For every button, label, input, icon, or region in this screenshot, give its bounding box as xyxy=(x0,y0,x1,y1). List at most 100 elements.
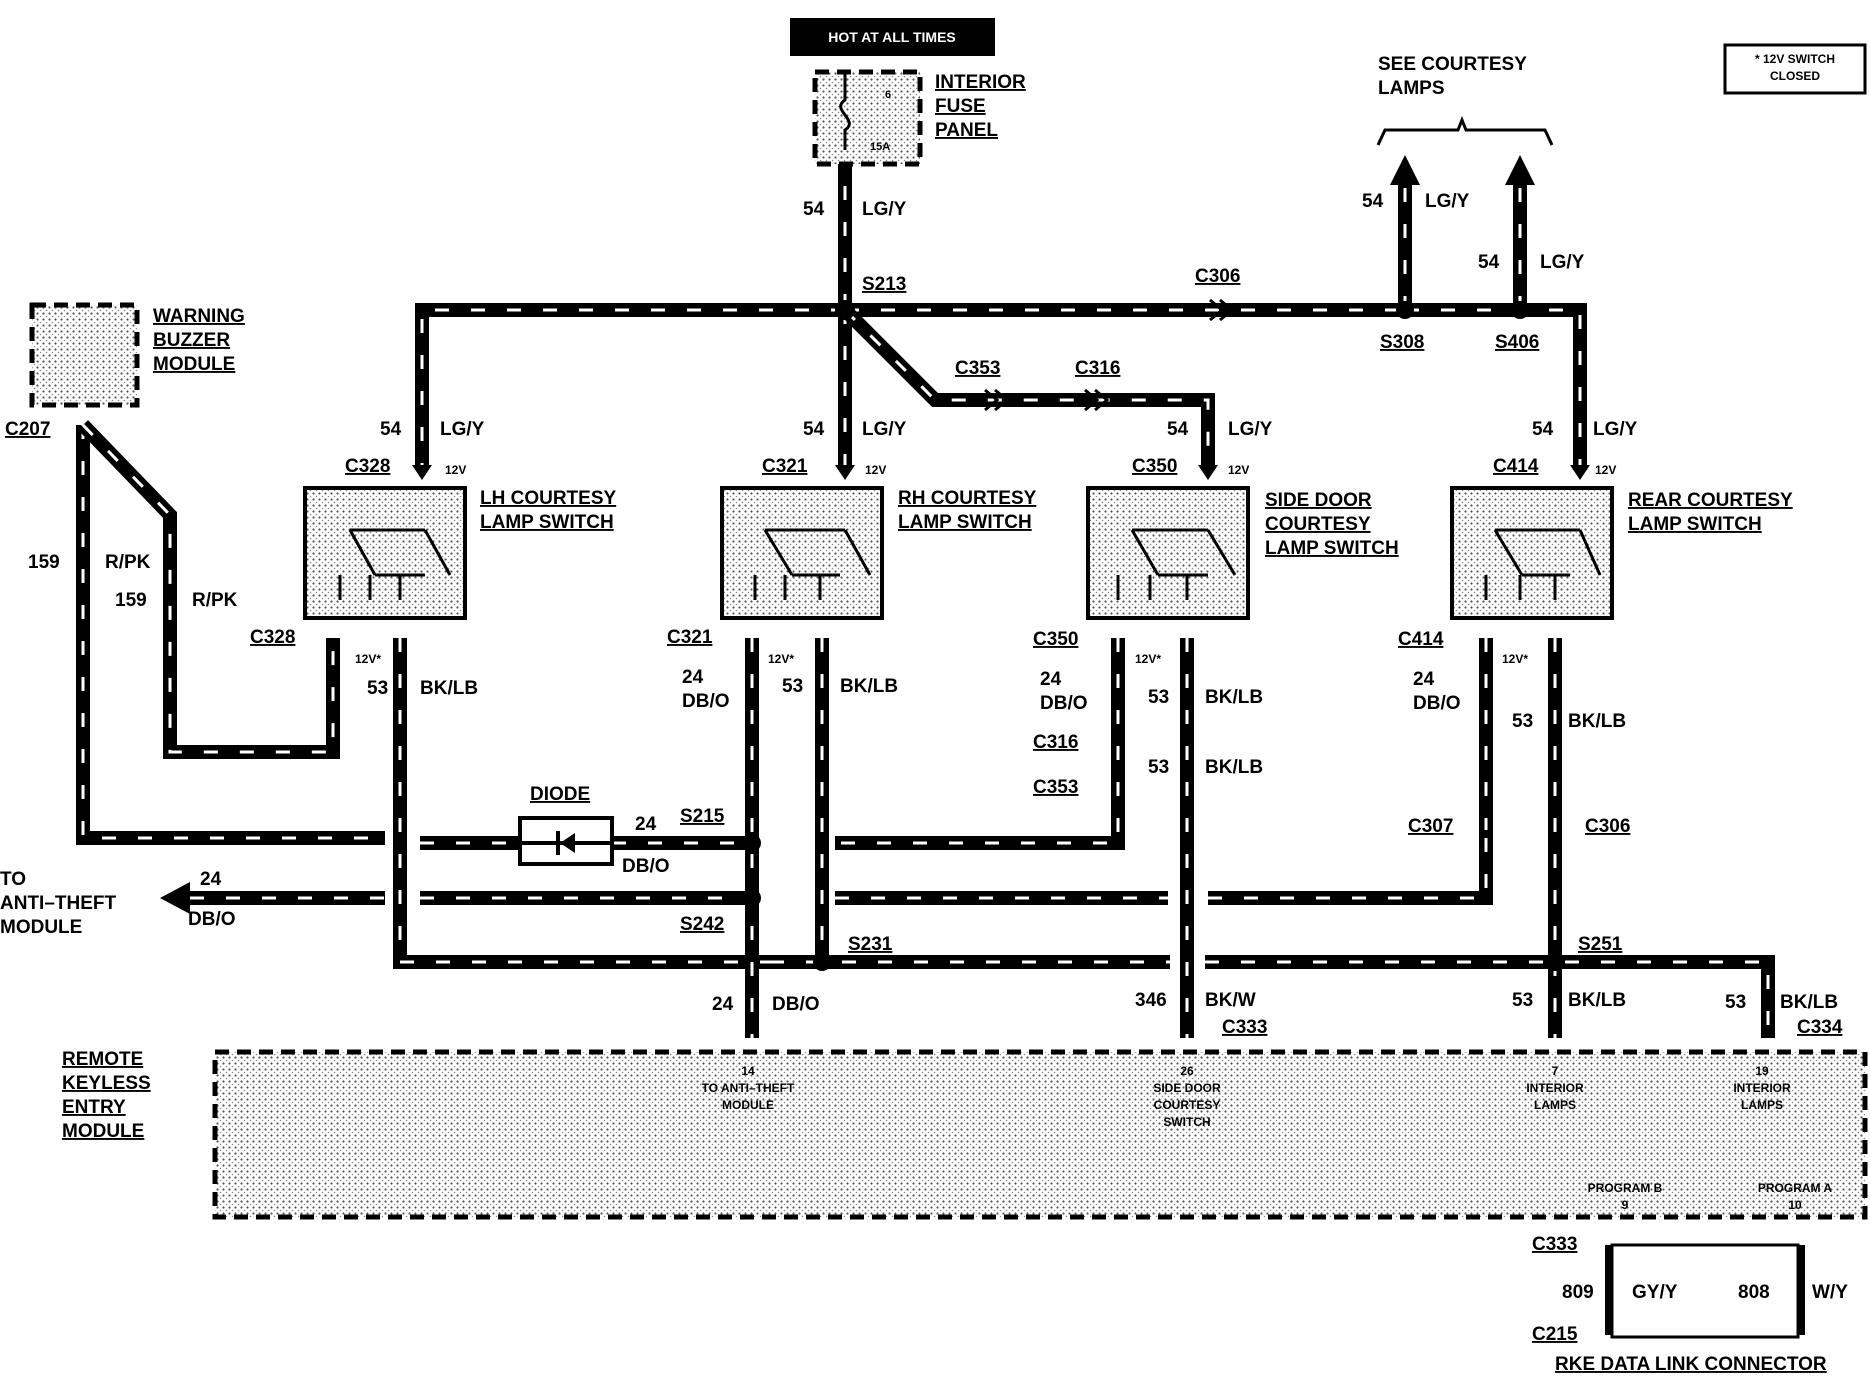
legend-box xyxy=(1723,43,1867,95)
wire-color-rpk-b: R/PK xyxy=(192,590,238,611)
remote-keyless-entry-module xyxy=(212,1049,1868,1220)
connector-c334: C334 xyxy=(1797,1017,1843,1038)
splice-s215: S215 xyxy=(680,806,725,827)
rh-courtesy-lamp-switch xyxy=(720,486,884,620)
wire-num-159-a: 159 xyxy=(28,552,60,573)
splice-s242: S242 xyxy=(680,914,724,935)
connector-c321-top: C321 xyxy=(762,456,808,477)
splice-s213: S213 xyxy=(862,274,906,295)
see-courtesy-1: SEE COURTESY xyxy=(1378,54,1527,75)
connector-c321-bottom: C321 xyxy=(667,627,713,648)
diode-icon xyxy=(560,833,575,853)
wire-color-fuse: LG/Y xyxy=(862,199,907,220)
fuse-panel-name-2: FUSE xyxy=(935,96,986,117)
voltage-rh-star: 12V* xyxy=(768,652,794,666)
voltage-sd-star: 12V* xyxy=(1135,652,1161,666)
sd-switch-name-1: SIDE DOOR xyxy=(1265,490,1372,511)
pin-26-label-3: SWITCH xyxy=(1163,1115,1210,1129)
program-a-label: PROGRAM A xyxy=(1758,1181,1833,1195)
legend-line-2: CLOSED xyxy=(1770,69,1820,83)
wire-color-c1: LG/Y xyxy=(1425,191,1470,212)
voltage-rr-star: 12V* xyxy=(1502,652,1528,666)
wire-num-53-s251: 53 xyxy=(1512,990,1533,1011)
wire-color-rh: LG/Y xyxy=(862,419,907,440)
wire-num-24-sd: 24 xyxy=(1040,669,1062,690)
arrow-up-1 xyxy=(1390,155,1420,185)
splice-s406: S406 xyxy=(1495,332,1539,353)
voltage-rr: 12V xyxy=(1595,463,1616,477)
rke-name-2: KEYLESS xyxy=(62,1073,151,1094)
wire-color-wy: W/Y xyxy=(1812,1282,1848,1303)
wire-color-c2: LG/Y xyxy=(1540,252,1585,273)
pin-14-label-1: TO ANTI–THEFT xyxy=(702,1081,795,1095)
pin-7-label-2: LAMPS xyxy=(1534,1098,1576,1112)
wire-num-24-rke: 24 xyxy=(712,994,734,1015)
pin-7-num: 7 xyxy=(1552,1064,1559,1078)
wire-color-lh: LG/Y xyxy=(440,419,485,440)
connector-c328-bottom: C328 xyxy=(250,627,295,648)
connector-c207: C207 xyxy=(5,419,50,440)
wire-num-54-rr: 54 xyxy=(1532,419,1554,440)
voltage-rh: 12V xyxy=(865,463,886,477)
wire-num-53-c334: 53 xyxy=(1725,992,1746,1013)
arrow-left xyxy=(160,882,190,914)
wire-num-24-rr: 24 xyxy=(1413,669,1435,690)
wire-color-sd-dbo: DB/O xyxy=(1040,693,1088,714)
wire-color-rh-dbo: DB/O xyxy=(682,691,730,712)
buzzer-name-3: MODULE xyxy=(153,354,235,375)
hot-label-box xyxy=(790,18,995,56)
connector-c328-top: C328 xyxy=(345,456,390,477)
connector-c350-bottom: C350 xyxy=(1033,629,1078,650)
rh-switch-name-2: LAMP SWITCH xyxy=(898,512,1032,533)
pin-14-label-2: MODULE xyxy=(722,1098,774,1112)
wire-color-bkw: BK/W xyxy=(1205,990,1256,1011)
wire-color-lh-bklb: BK/LB xyxy=(420,678,478,699)
warning-buzzer-module xyxy=(29,302,140,408)
lh-courtesy-lamp-switch xyxy=(303,486,467,620)
fuse-rating: 15A xyxy=(870,141,890,153)
wire-num-53-lh: 53 xyxy=(367,678,388,699)
pin-7-label-1: INTERIOR xyxy=(1526,1081,1584,1095)
connector-c353-top: C353 xyxy=(955,358,1000,379)
splice-dots xyxy=(743,300,1564,971)
rear-courtesy-lamp-switch xyxy=(1450,486,1614,620)
wire-color-sd-bklb: BK/LB xyxy=(1205,687,1263,708)
connector-c306-top: C306 xyxy=(1195,266,1240,287)
wire-num-24-rh: 24 xyxy=(682,667,704,688)
wire-color-gyy: GY/Y xyxy=(1632,1282,1678,1303)
wire-num-53-rh: 53 xyxy=(782,676,803,697)
wire-num-809: 809 xyxy=(1562,1282,1594,1303)
rke-dlc-label: RKE DATA LINK CONNECTOR xyxy=(1555,1354,1827,1375)
connector-c306-mid: C306 xyxy=(1585,816,1630,837)
wire-num-54-c1: 54 xyxy=(1362,191,1384,212)
wire-num-54-rh: 54 xyxy=(803,419,825,440)
program-a-num: 10 xyxy=(1788,1198,1802,1212)
sd-switch-name-2: COURTESY xyxy=(1265,514,1371,535)
wire-num-24-diode: 24 xyxy=(635,814,657,835)
wire-num-53-rr: 53 xyxy=(1512,711,1533,732)
wire-color-sd: LG/Y xyxy=(1228,419,1273,440)
lh-switch-name-1: LH COURTESY xyxy=(480,488,617,509)
wire-color-at-dbo: DB/O xyxy=(188,909,236,930)
voltage-lh: 12V xyxy=(445,463,466,477)
pin-19-label-2: LAMPS xyxy=(1741,1098,1783,1112)
anti-theft-line-2: ANTI–THEFT xyxy=(0,893,117,914)
wire-num-53-sd: 53 xyxy=(1148,687,1169,708)
voltage-lh-star: 12V* xyxy=(355,652,381,666)
arrows xyxy=(160,155,1590,914)
splice-s251: S251 xyxy=(1578,934,1623,955)
rh-switch-name-1: RH COURTESY xyxy=(898,488,1037,509)
hot-label: HOT AT ALL TIMES xyxy=(828,29,956,45)
rke-name-1: REMOTE xyxy=(62,1049,143,1070)
wire-num-54-sd: 54 xyxy=(1167,419,1189,440)
anti-theft-line-1: TO xyxy=(0,869,26,890)
connector-c414-top: C414 xyxy=(1493,456,1539,477)
rke-data-link-connector xyxy=(1610,1243,1800,1339)
fuse-panel-name-1: INTERIOR xyxy=(935,72,1026,93)
wire-num-24-at: 24 xyxy=(200,869,222,890)
fuse-number: 6 xyxy=(885,89,891,101)
wire-num-159-b: 159 xyxy=(115,590,147,611)
pin-26-num: 26 xyxy=(1180,1064,1194,1078)
rke-name-3: ENTRY xyxy=(62,1097,126,1118)
